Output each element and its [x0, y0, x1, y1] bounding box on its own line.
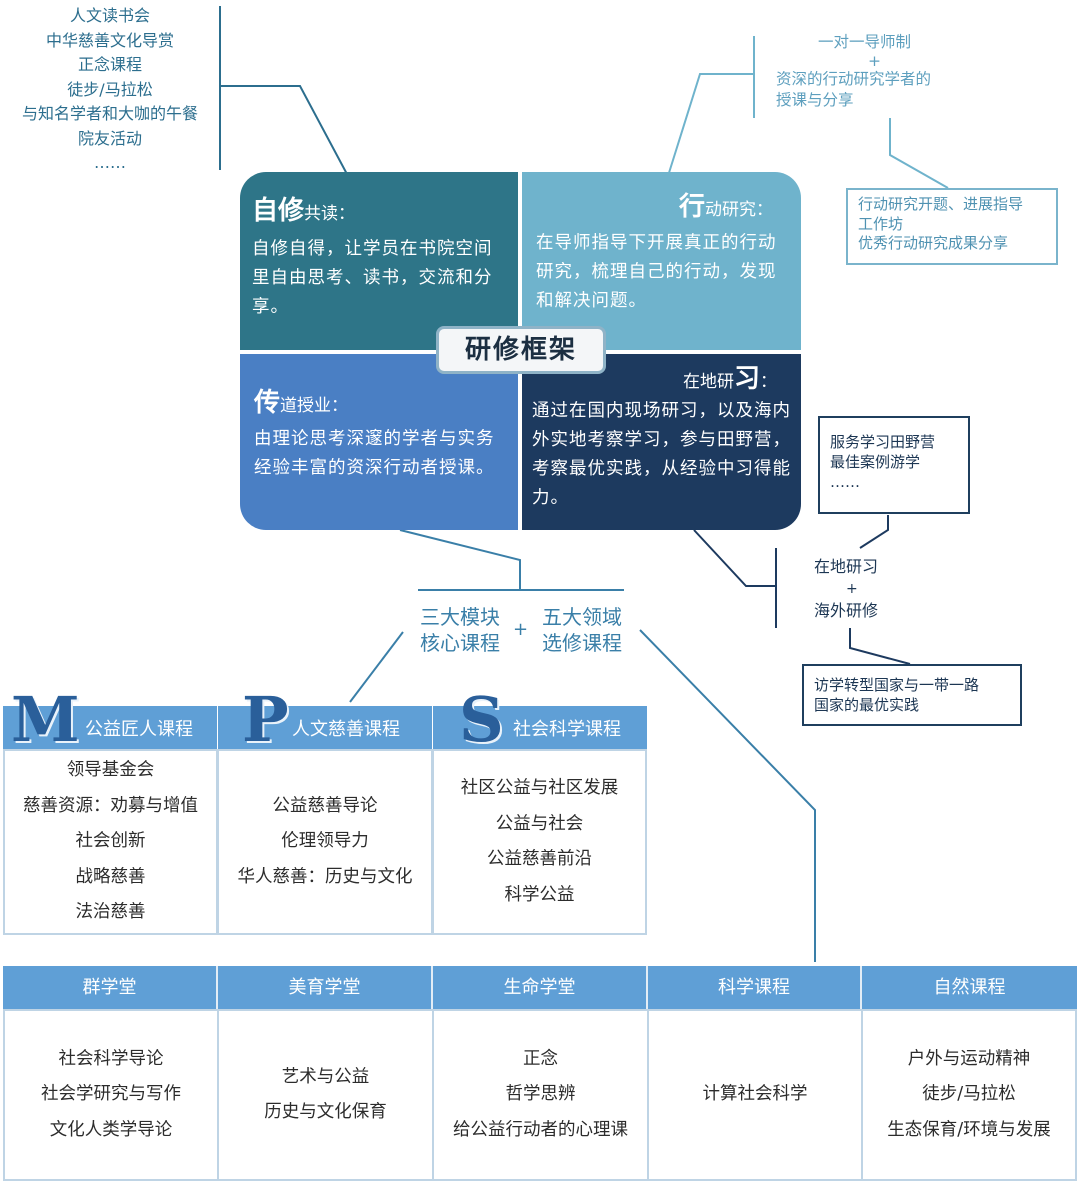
- label-line: 三大模块: [420, 605, 500, 629]
- course-item: 法治慈善: [75, 902, 146, 923]
- box-line: 工作坊: [858, 214, 904, 233]
- course-item: 正念: [523, 1048, 558, 1069]
- elective-courses: 户外与运动精神 徒步/马拉松 生态保育/环境与发展: [861, 1009, 1077, 1181]
- plus-sign: +: [513, 619, 529, 640]
- quadrant-title: 行动研究：: [678, 192, 773, 222]
- module-title: 公益匠人课程: [85, 719, 193, 740]
- list-item: 正念课程: [77, 55, 142, 74]
- elective-courses: 正念 哲学思辨 给公益行动者的心理课: [432, 1009, 649, 1181]
- elective-header: 群学堂: [3, 966, 218, 1009]
- visit-box: 访学转型国家与一带一路 国家的最优实践: [802, 664, 1022, 726]
- course-item: 华人慈善：历史与文化: [237, 866, 413, 887]
- list-item: 与知名学者和大咖的午餐: [21, 104, 198, 123]
- course-item: 社会创新: [75, 831, 146, 852]
- core-courses-label: 三大模块 核心课程: [414, 604, 506, 656]
- quadrant-self-study: 自修共读： 自修自得，让学员在书院空间里自由思考、读书，交流和分享。: [240, 172, 518, 350]
- elective-header: 生命学堂: [433, 966, 648, 1009]
- self-study-activities-list: 人文读书会 中华慈善文化导赏 正念课程 徒步/马拉松 与知名学者和大咖的午餐 院…: [0, 4, 220, 176]
- mentorship-note: 一对一导师制 + 资深的行动研究学者的 授课与分享: [760, 32, 1000, 111]
- quadrant-title: 在地研习：: [682, 364, 777, 394]
- local-study-line: 在地研习: [814, 557, 879, 576]
- module-courses-m: 领导基金会 慈善资源：劝募与增值 社会创新 战略慈善 法治慈善: [3, 749, 218, 935]
- action-research-box: 行动研究开题、进展指导 工作坊 优秀行动研究成果分享: [846, 188, 1058, 265]
- course-item: 给公益行动者的心理课: [453, 1119, 628, 1140]
- quadrant-body: 自修自得，让学员在书院空间里自由思考、读书，交流和分享。: [252, 239, 493, 317]
- letter-p: P: [242, 683, 289, 756]
- course-item: 社会科学导论: [58, 1048, 164, 1069]
- box-line: 服务学习田野营: [830, 433, 936, 451]
- course-item: 公益慈善前沿: [487, 849, 592, 869]
- list-item: 中华慈善文化导赏: [45, 30, 174, 50]
- label-line: 选修课程: [542, 631, 622, 655]
- box-line: 国家的最优实践: [814, 696, 920, 714]
- course-item: 户外与运动精神: [907, 1048, 1031, 1069]
- mentorship-line: 一对一导师制: [818, 33, 912, 51]
- course-item: 生态保育/环境与发展: [887, 1119, 1051, 1140]
- letter-s: S: [459, 683, 504, 756]
- box-line: 行动研究开题、进展指导: [858, 195, 1024, 213]
- label-line: 五大领域: [542, 605, 622, 629]
- module-courses-p: 公益慈善导论 伦理领导力 华人慈善：历史与文化: [217, 749, 433, 935]
- label-line: 核心课程: [420, 631, 500, 655]
- elective-courses-label: 五大领域 选修课程: [536, 604, 628, 656]
- course-item: 社会学研究与写作: [41, 1084, 181, 1105]
- quadrant-local-study: 在地研习： 通过在国内现场研习，以及海内外实地考察学习，参与田野营，考察最优实践…: [522, 354, 801, 530]
- quadrant-action-research: 行动研究： 在导师指导下开展真正的行动研究，梳理自己的行动，发现和解决问题。: [522, 172, 801, 350]
- overseas-study-line: 海外研修: [814, 601, 879, 620]
- module-title: 人文慈善课程: [292, 719, 400, 740]
- elective-courses: 艺术与公益 历史与文化保育: [217, 1009, 434, 1181]
- list-item: ……: [94, 153, 126, 172]
- course-item: 文化人类学导论: [49, 1119, 173, 1140]
- mentorship-line: 资深的行动研究学者的: [776, 70, 932, 88]
- list-item: 人文读书会: [69, 6, 150, 25]
- quadrant-teaching: 传道授业： 由理论思考深邃的学者与实务经验丰富的资深行动者授课。: [240, 354, 518, 530]
- field-camp-box: 服务学习田野营 最佳案例游学 ……: [818, 416, 970, 514]
- module-header-s: S 社会科学课程: [433, 689, 647, 751]
- course-item: 徒步/马拉松: [922, 1084, 1016, 1105]
- course-item: 历史与文化保育: [264, 1102, 387, 1122]
- center-label: 研修框架: [436, 326, 606, 374]
- module-title: 社会科学课程: [513, 719, 621, 740]
- box-line: 最佳案例游学: [830, 453, 921, 471]
- elective-header: 自然课程: [862, 966, 1077, 1009]
- course-item: 社区公益与社区发展: [460, 778, 619, 798]
- letter-m: M: [11, 683, 80, 756]
- quadrant-body: 通过在国内现场研习，以及海内外实地考察学习，参与田野营，考察最优实践，从经验中习…: [532, 401, 791, 508]
- elective-header: 科学课程: [648, 966, 862, 1009]
- course-item: 战略慈善: [75, 866, 146, 887]
- course-item: 公益与社会: [495, 813, 584, 834]
- elective-courses: 计算社会科学: [647, 1009, 863, 1181]
- quadrant-body: 在导师指导下开展真正的行动研究，梳理自己的行动，发现和解决问题。: [536, 233, 777, 311]
- module-courses-s: 社区公益与社区发展 公益与社会 公益慈善前沿 科学公益: [432, 749, 647, 935]
- mentorship-line: 授课与分享: [776, 91, 854, 109]
- plus-sign: +: [868, 52, 881, 70]
- course-item: 科学公益: [504, 884, 575, 905]
- list-item: 院友活动: [77, 128, 142, 148]
- course-item: 公益慈善导论: [272, 795, 378, 816]
- plus-sign: +: [846, 581, 858, 597]
- course-item: 艺术与公益: [281, 1066, 370, 1087]
- elective-header: 美育学堂: [218, 966, 433, 1009]
- course-item: 哲学思辨: [505, 1084, 576, 1105]
- quadrant-body: 由理论思考深邃的学者与实务经验丰富的资深行动者授课。: [254, 429, 495, 478]
- course-item: 计算社会科学: [702, 1084, 808, 1105]
- module-header-p: P 人文慈善课程: [218, 689, 432, 751]
- box-line: 访学转型国家与一带一路: [814, 676, 980, 694]
- course-item: 领导基金会: [66, 760, 155, 781]
- box-line: ……: [830, 473, 860, 491]
- box-line: 优秀行动研究成果分享: [858, 234, 1009, 252]
- quadrant-title: 传道授业：: [254, 388, 349, 418]
- elective-courses: 社会科学导论 社会学研究与写作 文化人类学导论: [3, 1009, 219, 1181]
- course-item: 慈善资源：劝募与增值: [23, 795, 198, 816]
- course-item: 伦理领导力: [281, 831, 369, 852]
- quadrant-title: 自修共读：: [252, 196, 356, 226]
- module-header-m: M 公益匠人课程: [3, 689, 217, 751]
- list-item: 徒步/马拉松: [67, 79, 153, 99]
